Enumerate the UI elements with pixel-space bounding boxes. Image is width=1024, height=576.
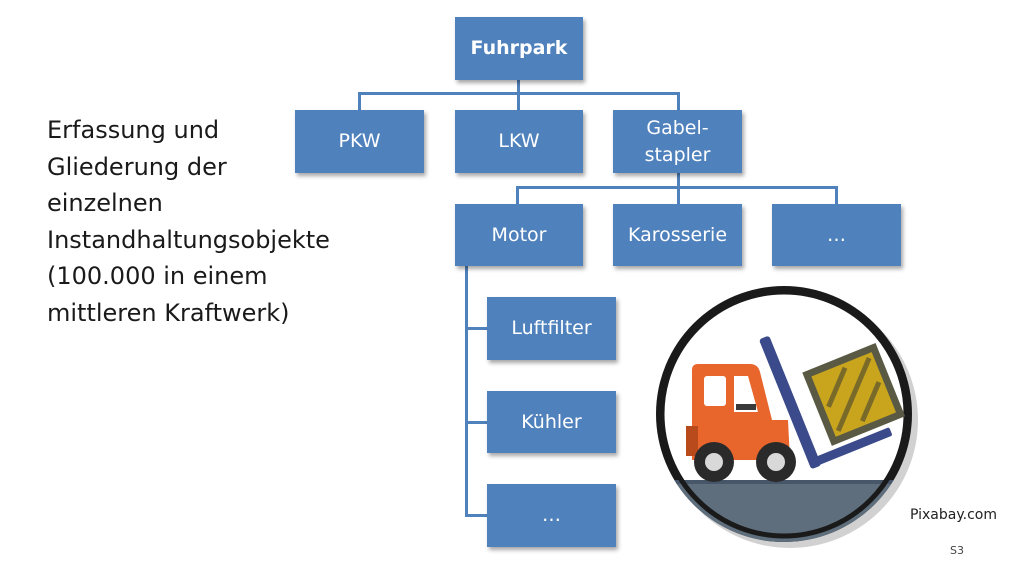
forklift-icon <box>656 286 918 548</box>
node-motor: Motor <box>455 204 583 266</box>
connector <box>465 266 468 516</box>
node-ellipsis-level2: … <box>772 204 901 266</box>
connector <box>835 186 838 204</box>
connector <box>677 186 680 204</box>
node-ellipsis-level3: … <box>487 484 616 547</box>
node-pkw: PKW <box>295 110 424 173</box>
connector <box>465 421 487 424</box>
connector <box>517 92 520 110</box>
connector <box>517 80 520 94</box>
description-line: Erfassung und <box>47 116 220 144</box>
node-kuehler: Kühler <box>487 391 616 453</box>
connector <box>677 173 680 188</box>
slide-number: S3 <box>950 544 964 557</box>
node-karosserie: Karosserie <box>613 204 742 266</box>
description-text: Erfassung und Gliederung der einzelnen I… <box>47 112 357 331</box>
connector <box>465 327 487 330</box>
node-fuhrpark: Fuhrpark <box>455 17 583 80</box>
description-line: einzelnen <box>47 189 163 217</box>
node-gabelstapler: Gabel- stapler <box>613 110 742 173</box>
connector <box>677 92 680 110</box>
node-lkw: LKW <box>455 110 583 173</box>
description-line: Instandhaltungsobjekte <box>47 225 330 254</box>
description-line: Gliederung der <box>47 152 227 181</box>
connector <box>358 92 361 110</box>
image-credit: Pixabay.com <box>910 507 997 523</box>
node-luftfilter: Luftfilter <box>487 297 616 360</box>
description-line: mittleren Kraftwerk) <box>47 298 290 327</box>
description-line: (100.000 in einem <box>47 262 268 290</box>
connector <box>465 514 487 517</box>
connector <box>516 186 519 204</box>
